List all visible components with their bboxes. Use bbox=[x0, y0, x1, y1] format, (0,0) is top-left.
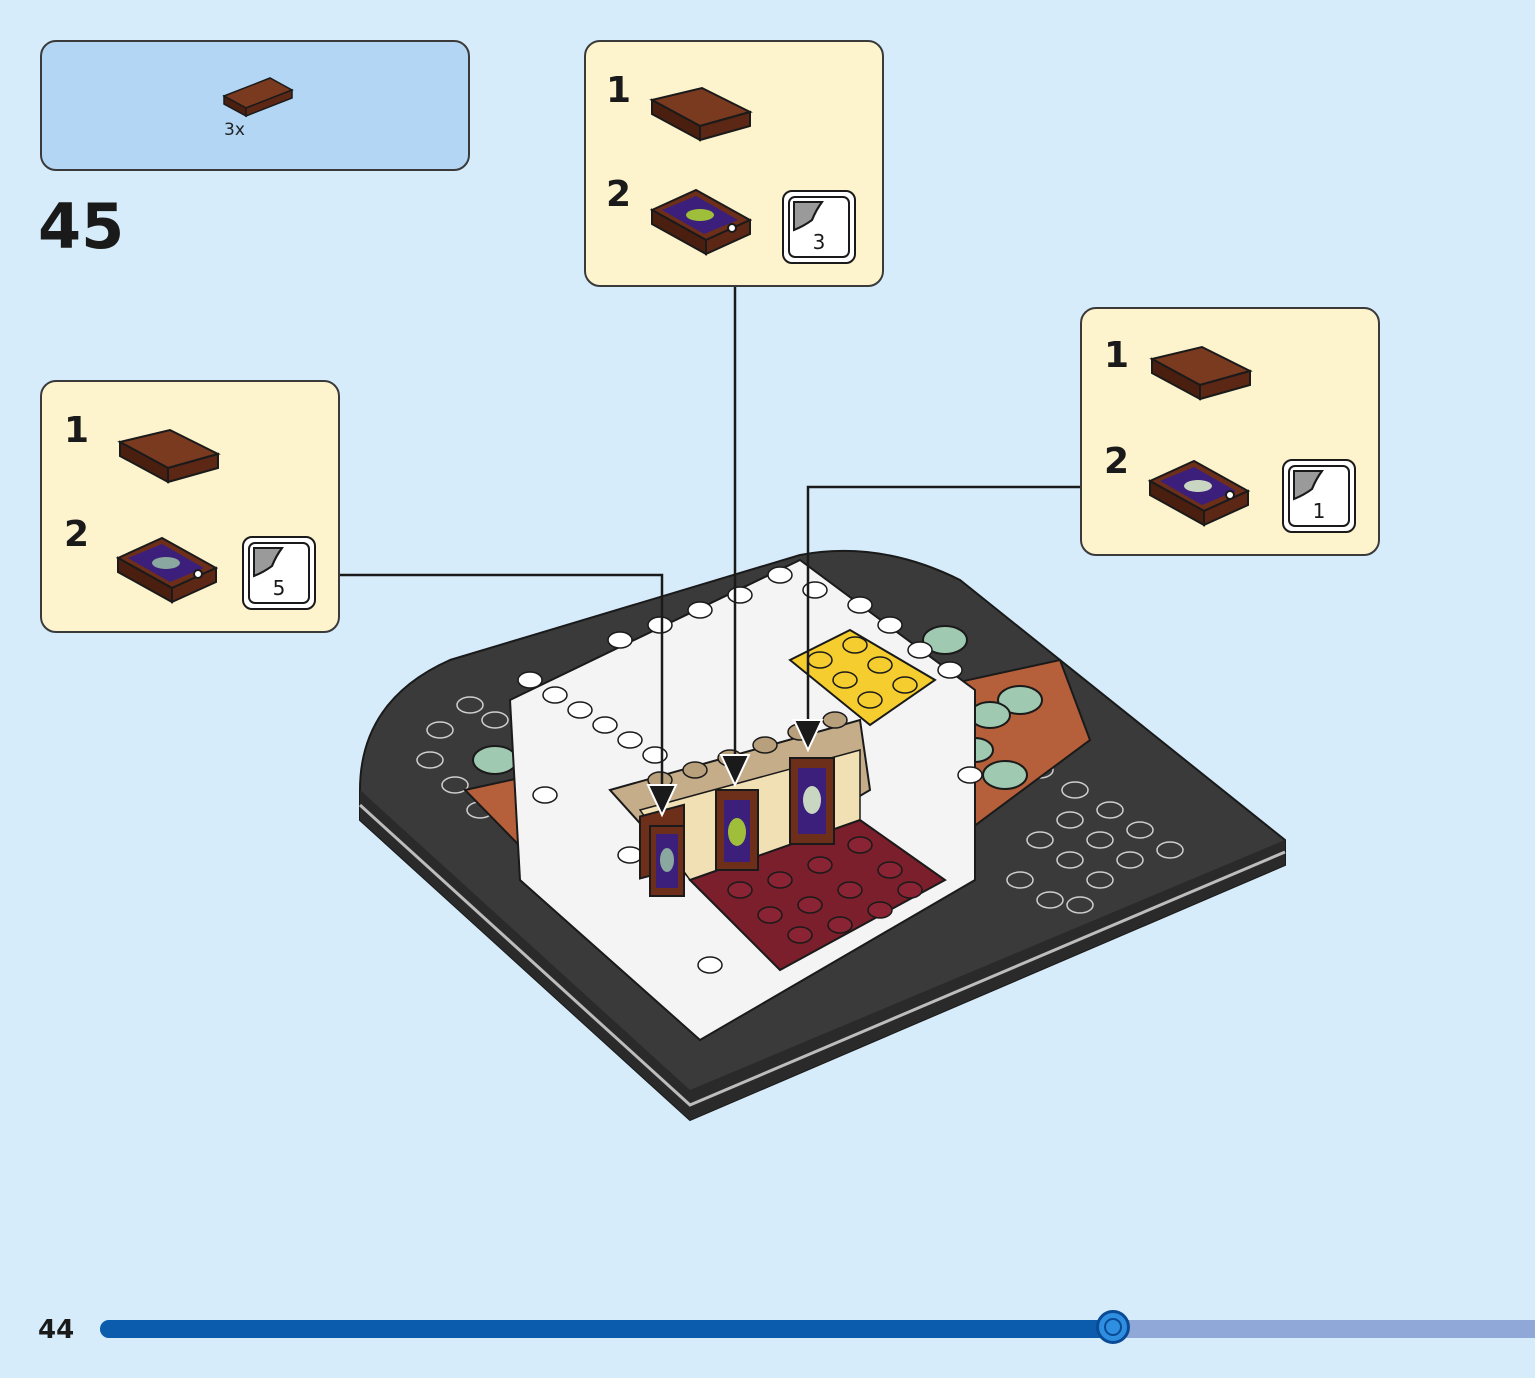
brown-tile-icon bbox=[1149, 345, 1253, 401]
brown-tile-icon bbox=[649, 86, 753, 142]
substep-2-number: 2 bbox=[1104, 441, 1130, 482]
parts-quantity: 3x bbox=[224, 120, 245, 140]
brown-tile-icon bbox=[117, 428, 221, 484]
plants bbox=[472, 625, 1043, 790]
sticker-icon bbox=[793, 201, 824, 232]
progress-knob bbox=[1096, 1310, 1130, 1344]
progress-bar bbox=[100, 1310, 1535, 1344]
printed-tile-icon bbox=[649, 188, 753, 256]
sticker-reference: 1 bbox=[1282, 459, 1356, 533]
substep-2-number: 2 bbox=[64, 514, 90, 555]
sticker-icon bbox=[253, 547, 284, 578]
callout-right: 1 2 1 bbox=[1080, 307, 1380, 556]
brown-tile-icon bbox=[222, 77, 294, 118]
framed-pictures bbox=[639, 757, 835, 897]
leader-lines bbox=[340, 287, 1080, 790]
parts-list-box: 3x bbox=[40, 40, 470, 171]
page-number: 44 bbox=[38, 1315, 75, 1345]
step-number: 45 bbox=[38, 190, 125, 263]
callout-left: 1 2 5 bbox=[40, 380, 340, 633]
sticker-number: 3 bbox=[812, 230, 826, 254]
sticker-icon bbox=[1293, 470, 1324, 501]
sticker-reference: 3 bbox=[782, 190, 856, 264]
sticker-reference: 5 bbox=[242, 536, 316, 610]
substep-1-number: 1 bbox=[1104, 335, 1130, 376]
sticker-number: 1 bbox=[1312, 499, 1326, 523]
substep-1-number: 1 bbox=[606, 70, 632, 111]
callout-top: 1 2 3 bbox=[584, 40, 884, 287]
printed-tile-icon bbox=[1147, 459, 1251, 527]
arrow-icon bbox=[646, 719, 824, 818]
substep-1-number: 1 bbox=[64, 410, 90, 451]
printed-tile-icon bbox=[115, 536, 219, 604]
sticker-number: 5 bbox=[272, 576, 286, 600]
substep-2-number: 2 bbox=[606, 174, 632, 215]
progress-fill bbox=[100, 1320, 1113, 1338]
